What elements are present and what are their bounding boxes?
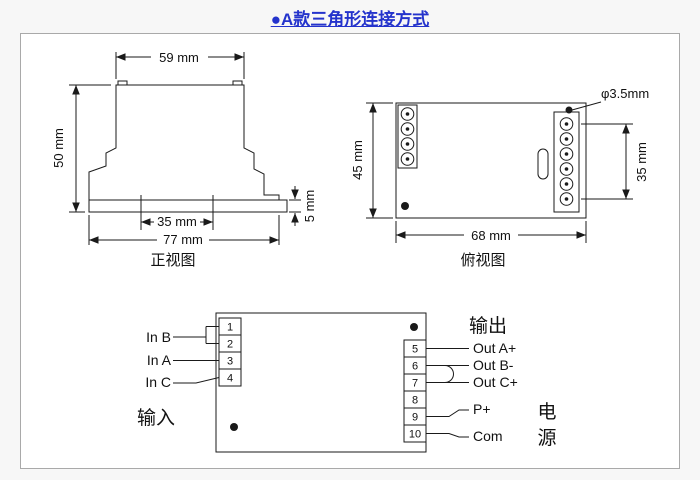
top-view-left-terminals — [397, 104, 418, 169]
pin-in-a: In A — [147, 352, 172, 368]
terminal-3: 3 — [227, 356, 233, 368]
dim-68mm: 68 mm — [395, 221, 587, 243]
terminal-9: 9 — [412, 412, 418, 424]
mounting-hole-bottom-left — [401, 202, 409, 210]
pin-in-c: In C — [145, 374, 171, 390]
dim-45mm-label: 45 mm — [350, 140, 365, 180]
wiring-right-terminal-block: 5 6 7 8 9 10 — [403, 339, 427, 443]
front-view: 59 mm 50 mm 35 mm — [51, 49, 317, 269]
jumper-arc — [444, 365, 454, 383]
pin-out-c-plus: Out C+ — [473, 374, 518, 390]
terminal-6: 6 — [412, 361, 418, 373]
dim-5mm-label: 5 mm — [302, 190, 317, 223]
terminal-4: 4 — [227, 373, 233, 385]
page-title: ●A款三角形连接方式 — [0, 5, 700, 30]
diagram-panel: 59 mm 50 mm 35 mm — [20, 33, 680, 469]
top-view-body — [395, 102, 587, 219]
terminal-8: 8 — [412, 395, 418, 407]
wiring-dot-top-right — [410, 323, 418, 331]
dim-68mm-label: 68 mm — [471, 228, 511, 243]
dim-59mm: 59 mm — [115, 49, 245, 79]
dim-77mm-label: 77 mm — [163, 232, 203, 247]
front-view-caption: 正视图 — [150, 252, 195, 269]
pin-p-plus: P+ — [473, 401, 491, 417]
dim-50mm-label: 50 mm — [51, 128, 66, 168]
title-label: A款三角形连接方式 — [281, 10, 430, 29]
input-wires: In B In A In C 输入 — [137, 326, 220, 429]
pin-com: Com — [473, 428, 503, 444]
mounting-hole-top-right — [565, 106, 573, 114]
mounting-slot — [537, 148, 549, 180]
terminal-2: 2 — [227, 339, 233, 351]
terminal-10: 10 — [409, 429, 421, 441]
dim-35mm-front-label: 35 mm — [157, 214, 197, 229]
top-view: φ3.5mm 45 mm 35 mm — [350, 86, 649, 269]
dim-59mm-label: 59 mm — [159, 50, 199, 65]
pin-out-b-minus: Out B- — [473, 357, 514, 373]
front-top-notch-right — [232, 80, 243, 86]
terminal-1: 1 — [227, 322, 233, 334]
top-view-caption: 俯视图 — [460, 252, 505, 269]
dim-hole-label: φ3.5mm — [601, 86, 649, 101]
pin-in-b: In B — [146, 329, 171, 345]
dim-45mm: 45 mm — [350, 102, 393, 219]
dim-50mm: 50 mm — [51, 84, 111, 213]
dim-hole-3_5mm: φ3.5mm — [571, 86, 649, 111]
wiring-dot-bottom-left — [230, 423, 238, 431]
wiring-module-body — [215, 312, 427, 453]
wiring-diagram: 1 2 3 4 5 6 7 8 — [137, 312, 557, 453]
dim-35mm-front: 35 mm — [140, 195, 214, 230]
terminal-7: 7 — [412, 378, 418, 390]
title-bullet-icon: ● — [270, 10, 281, 29]
front-top-notch-left — [117, 80, 128, 86]
terminal-5: 5 — [412, 344, 418, 356]
dim-35mm-top-label: 35 mm — [634, 142, 649, 182]
power-group-label-char2: 源 — [537, 427, 556, 449]
dim-5mm: 5 mm — [289, 186, 317, 226]
input-group-label: 输入 — [137, 407, 175, 429]
dim-35mm-top: 35 mm — [581, 123, 649, 200]
diagram-canvas: 59 mm 50 mm 35 mm — [51, 49, 649, 453]
power-group-label-char1: 电 — [537, 401, 556, 423]
output-wires: 输出 Out A+ Out B- Out C+ P+ Com 电 源 — [426, 315, 557, 449]
dim-77mm: 77 mm — [88, 215, 280, 247]
output-group-label: 输出 — [469, 315, 507, 337]
front-view-outline — [88, 84, 288, 213]
pin-out-a-plus: Out A+ — [473, 340, 516, 356]
page-title-text: ●A款三角形连接方式 — [271, 10, 430, 29]
